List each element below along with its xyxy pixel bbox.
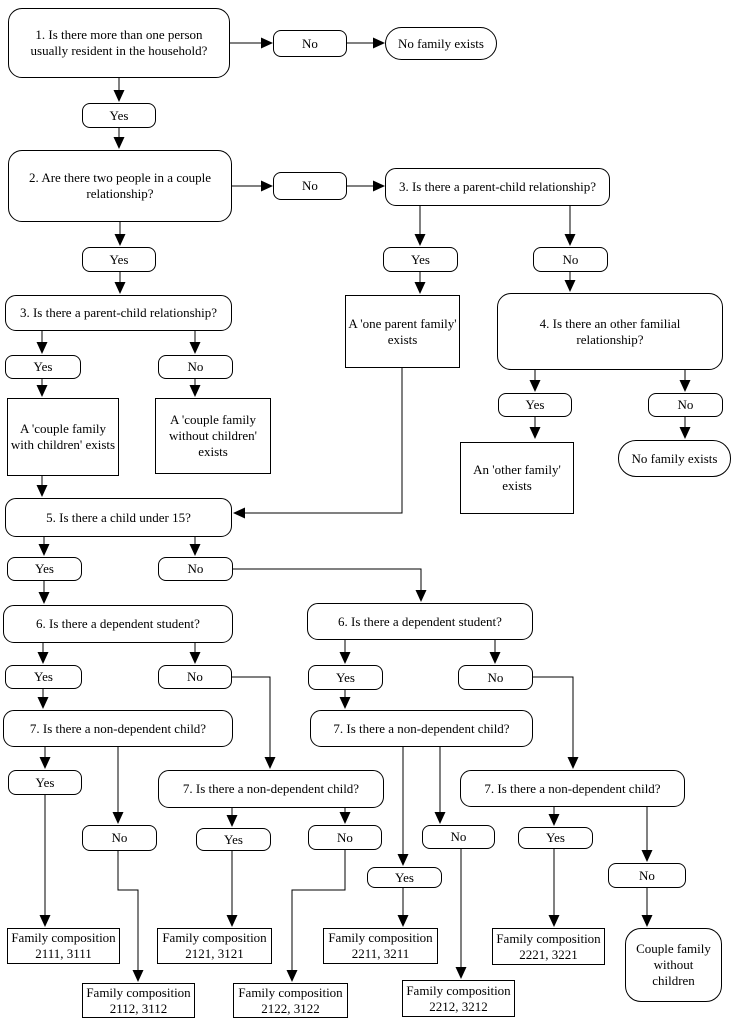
node-no6-right: No [458,665,533,690]
connector [232,676,276,769]
node-yes1: Yes [82,103,156,128]
node-yes7-d: Yes [518,827,593,849]
node-one-parent-family: A 'one parent family' exists [345,295,460,368]
node-no3-right: No [533,247,608,272]
node-q6-right: 6. Is there a dependent student? [307,603,533,640]
node-couple-family-without-children: Couple family without children [625,928,722,1002]
connector [233,568,427,602]
node-yes2: Yes [82,247,156,272]
node-yes7-a: Yes [8,770,82,795]
node-yes6-left: Yes [5,665,82,689]
node-yes3-left: Yes [5,355,81,379]
node-no4: No [648,393,723,417]
connector [117,851,144,982]
node-family-composition-2122-3122: Family composition 2122, 3122 [233,983,348,1018]
node-q2: 2. Are there two people in a couple rela… [8,150,232,222]
node-q7-d: 7. Is there a non-dependent child? [460,770,685,807]
node-no6-left: No [158,665,232,689]
node-yes6-right: Yes [308,665,383,690]
node-family-composition-2211-3211: Family composition 2211, 3211 [323,928,438,964]
node-yes4: Yes [498,393,572,417]
node-no-family-exists-right: No family exists [618,440,731,477]
node-no7-a: No [82,825,157,851]
node-couple-family-without-children-exists: A 'couple family without children' exist… [155,398,271,474]
node-family-composition-2221-3221: Family composition 2221, 3221 [492,928,605,965]
node-no7-c: No [308,825,382,850]
node-no-family-exists-top: No family exists [385,27,497,60]
connector [233,368,403,519]
node-no2: No [273,172,347,200]
node-q6-left: 6. Is there a dependent student? [3,605,233,643]
node-no7-b: No [422,825,495,849]
node-yes7-b: Yes [367,867,442,888]
node-yes3-right: Yes [383,247,458,272]
node-q1: 1. Is there more than one person usually… [8,8,230,78]
node-q7-a: 7. Is there a non-dependent child? [3,710,233,747]
connector [286,850,346,982]
node-no7-d: No [608,863,686,888]
node-q7-b: 7. Is there a non-dependent child? [310,710,533,747]
node-q5: 5. Is there a child under 15? [5,498,232,537]
node-q7-c: 7. Is there a non-dependent child? [158,770,384,808]
node-q3-left: 3. Is there a parent-child relationship? [5,295,232,331]
node-yes7-c: Yes [196,828,271,851]
node-no3-left: No [158,355,233,379]
node-family-composition-2111-3111: Family composition 2111, 3111 [7,928,120,964]
node-q3-right: 3. Is there a parent-child relationship? [385,168,610,206]
node-other-family-exists: An 'other family' exists [460,442,574,514]
node-q4: 4. Is there an other familial relationsh… [497,293,723,370]
node-no1: No [273,30,347,57]
node-family-composition-2121-3121: Family composition 2121, 3121 [157,928,272,964]
node-no5: No [158,557,233,581]
node-yes5: Yes [7,557,82,581]
connector [533,676,579,769]
node-family-composition-2212-3212: Family composition 2212, 3212 [402,980,515,1017]
node-couple-family-with-children: A 'couple family with children' exists [7,398,119,476]
node-family-composition-2112-3112: Family composition 2112, 3112 [82,983,195,1018]
